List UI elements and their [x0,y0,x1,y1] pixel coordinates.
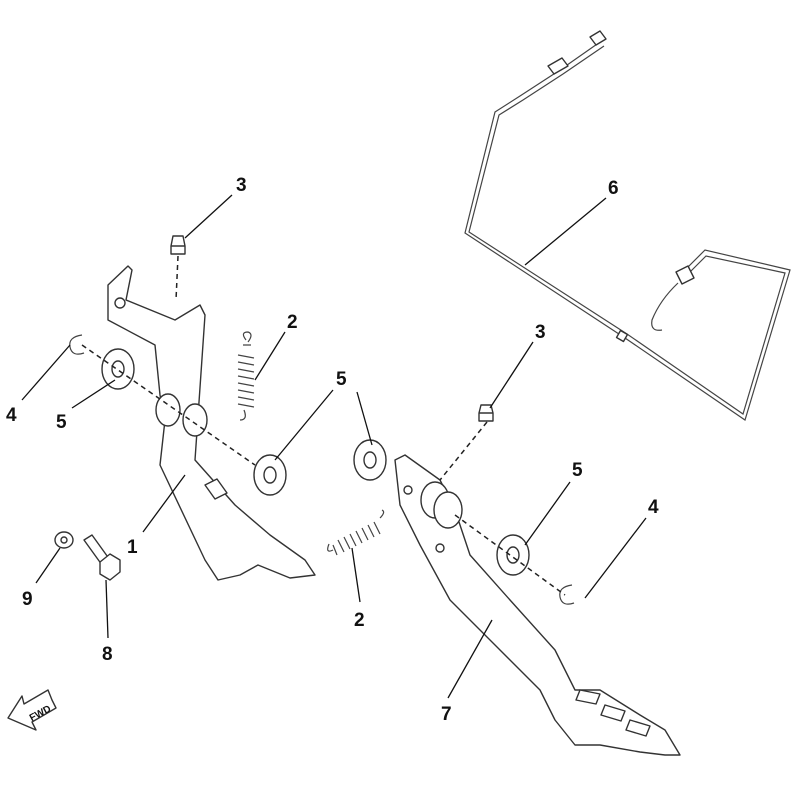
callout-4: 4 [6,405,17,426]
callout-3: 3 [535,322,546,343]
grease-fitting-left [170,235,186,255]
callout-6: 6 [608,178,619,199]
leader-lines [21,194,647,699]
callout-8: 8 [102,644,113,665]
pedal-left [107,265,316,581]
callout-5: 5 [336,369,347,390]
spring-upper [237,331,255,421]
callout-4: 4 [648,497,659,518]
spring-lower [327,509,385,556]
nut [54,531,74,549]
washers [101,348,530,576]
callout-9: 9 [22,589,33,610]
forward-arrow-icon: FWD [7,689,57,731]
callout-2: 2 [354,610,365,631]
e-clip-right [559,584,575,605]
brake-cable [464,30,791,421]
callout-7: 7 [441,704,452,725]
callout-5: 5 [572,460,583,481]
callout-2: 2 [287,312,298,333]
bolt [83,534,121,581]
e-clip-left [69,334,85,355]
callout-3: 3 [236,175,247,196]
callout-1: 1 [127,537,138,558]
callout-5: 5 [56,412,67,433]
pedal-right [394,454,681,756]
grease-fitting-right [478,404,494,422]
